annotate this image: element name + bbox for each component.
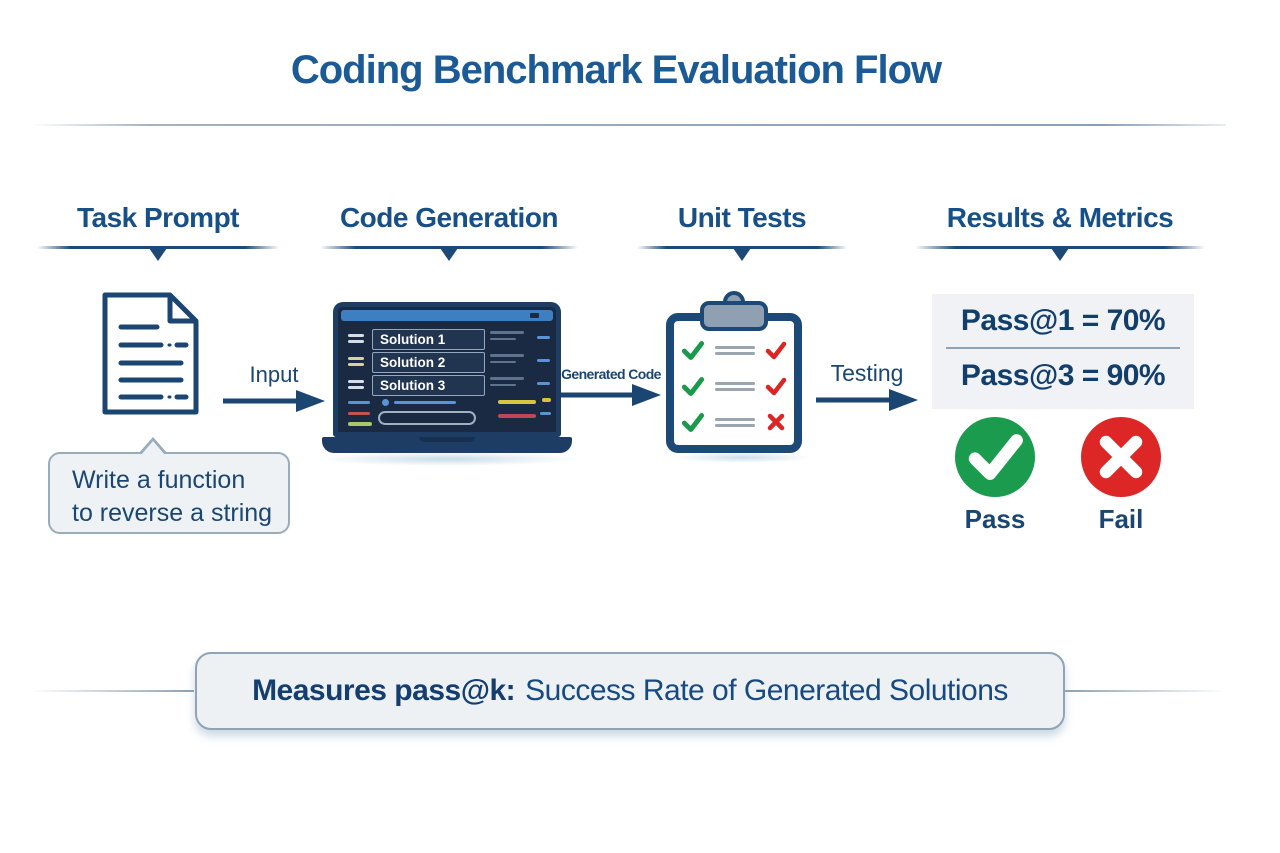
- test-row: [680, 337, 788, 363]
- laptop-screen-icon: Solution 1 Solution 2 Solution 3: [333, 302, 561, 437]
- arrow-input-label: Input: [249, 362, 299, 387]
- arrow-testing-label: Testing: [830, 360, 904, 386]
- test-row: [680, 409, 788, 435]
- solution-row: Solution 2: [338, 352, 556, 373]
- clipboard-shadow: [672, 452, 812, 463]
- code-decor: [348, 412, 370, 415]
- code-decor: [394, 401, 456, 404]
- white-check-icon: [968, 434, 1023, 480]
- red-check-icon: [765, 377, 787, 396]
- solution-box: Solution 3: [372, 375, 485, 396]
- code-decor: [498, 400, 536, 404]
- bubble-text-line1: Write a function: [72, 466, 246, 494]
- pass-badge-icon: [955, 417, 1035, 497]
- bubble-text-line2: to reverse a string: [72, 499, 273, 527]
- footer-note-bold: Measures pass@k:: [252, 674, 516, 707]
- stage-underline-pointer: [637, 246, 847, 249]
- code-decor: [542, 398, 551, 402]
- code-dash-icon: [537, 382, 550, 385]
- stage-label: Code Generation: [339, 202, 559, 233]
- code-decor: [498, 414, 536, 418]
- arrow-input: Input: [223, 362, 325, 419]
- code-decor: [540, 412, 551, 415]
- metric-separator: [946, 347, 1180, 349]
- results-metrics-panel: Pass@1 = 70% Pass@3 = 90%: [932, 294, 1194, 409]
- test-text-lines: [715, 415, 755, 430]
- stage-label: Results & Metrics: [946, 202, 1174, 233]
- test-row: [680, 373, 788, 399]
- white-x-icon: [1099, 435, 1143, 479]
- right-arrow-icon: [816, 389, 918, 411]
- document-icon: [102, 292, 199, 415]
- right-arrow-icon: [223, 390, 325, 412]
- pass-at-1-metric: Pass@1 = 70%: [960, 304, 1166, 337]
- laptop-shadow: [316, 452, 578, 466]
- code-dash-icon: [537, 336, 550, 339]
- stage-header-task-prompt: Task Prompt: [37, 202, 279, 249]
- footer-note: Measures pass@k: Success Rate of Generat…: [195, 652, 1065, 730]
- code-progress-pill: [378, 411, 476, 425]
- arrow-generated-code-label: Generated Code: [561, 366, 661, 382]
- stage-header-code-generation: Code Generation: [320, 202, 578, 249]
- fail-badge-icon: [1081, 417, 1161, 497]
- code-decor: [348, 401, 370, 404]
- footer-line-right: [1062, 690, 1226, 692]
- menu-lines-icon: [348, 380, 364, 392]
- solution-box: Solution 1: [372, 329, 485, 350]
- titlebar-mark-icon: [530, 313, 539, 318]
- green-check-icon: [681, 413, 705, 433]
- page-title: Coding Benchmark Evaluation Flow: [290, 48, 942, 92]
- stage-underline-pointer: [37, 246, 279, 249]
- menu-lines-icon: [348, 334, 364, 346]
- stage-underline-pointer: [320, 246, 578, 249]
- stage-header-unit-tests: Unit Tests: [637, 202, 847, 249]
- clipboard-icon: [666, 289, 802, 457]
- laptop-base: [322, 437, 572, 453]
- footer-note-rest: Success Rate of Generated Solutions: [525, 674, 1008, 707]
- red-x-icon: [767, 413, 785, 431]
- red-check-icon: [765, 341, 787, 360]
- pass-label: Pass: [964, 504, 1026, 534]
- laptop-titlebar: [341, 310, 553, 321]
- clipboard-clip-icon: [700, 301, 768, 331]
- pass-at-3-metric: Pass@3 = 90%: [960, 359, 1166, 392]
- solution-box: Solution 2: [372, 352, 485, 373]
- code-lines-icon: [490, 354, 550, 367]
- stage-underline-pointer: [915, 246, 1205, 249]
- green-check-icon: [681, 377, 705, 397]
- green-check-icon: [681, 341, 705, 361]
- code-lines-icon: [490, 331, 550, 344]
- solution-row: Solution 1: [338, 329, 556, 350]
- stage-header-results-metrics: Results & Metrics: [915, 202, 1205, 249]
- stage-label: Unit Tests: [677, 202, 807, 233]
- code-lines-icon: [490, 377, 550, 390]
- menu-lines-icon: [348, 357, 364, 369]
- test-text-lines: [715, 379, 755, 394]
- solution-row: Solution 3: [338, 375, 556, 396]
- arrow-generated-code: Generated Code: [561, 366, 661, 413]
- code-decor: [382, 399, 389, 406]
- task-prompt-bubble: Write a function to reverse a string: [48, 437, 290, 534]
- fail-label: Fail: [1098, 504, 1144, 534]
- code-decor: [348, 422, 372, 426]
- code-dash-icon: [537, 359, 550, 362]
- stage-label: Task Prompt: [76, 202, 240, 233]
- right-arrow-icon: [561, 384, 661, 406]
- footer-line-left: [30, 690, 194, 692]
- arrow-testing: Testing: [816, 360, 918, 418]
- title-divider: [30, 124, 1226, 126]
- test-text-lines: [715, 343, 755, 358]
